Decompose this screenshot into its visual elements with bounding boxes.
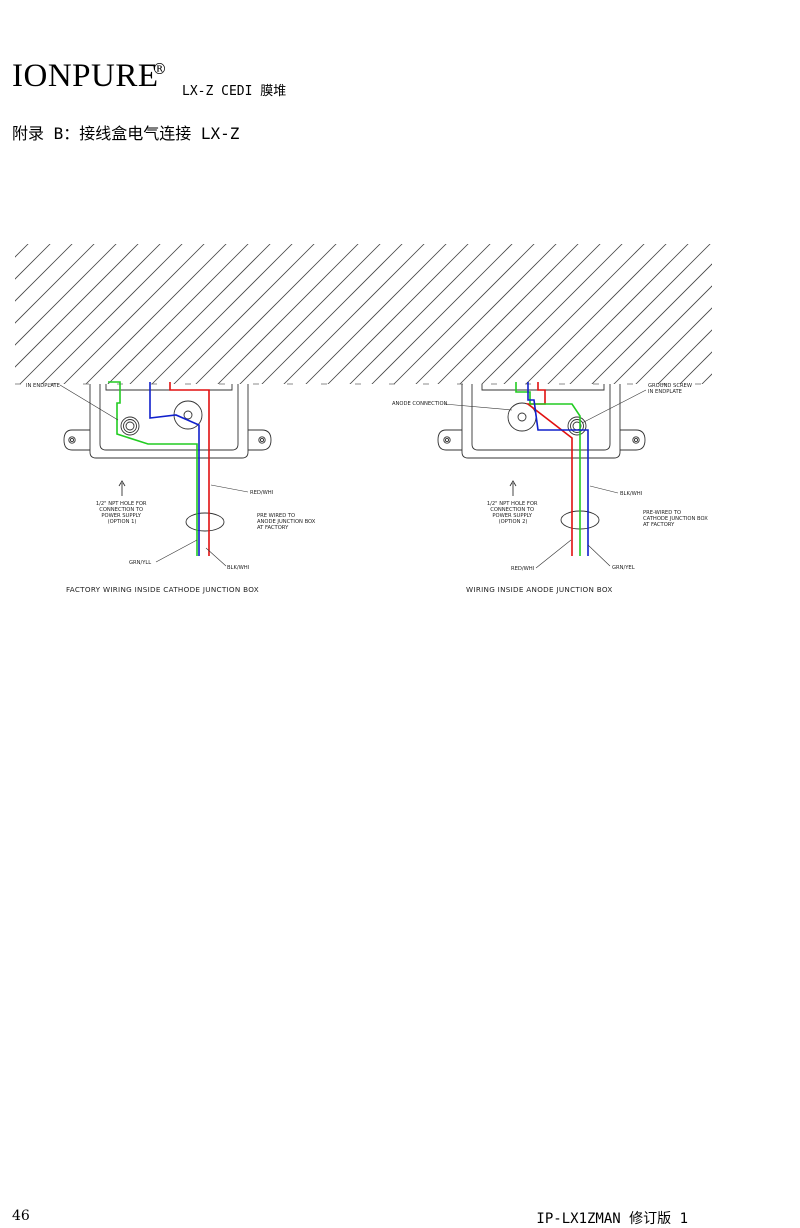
hatch-line bbox=[525, 244, 667, 384]
appendix-title: 附录 B：接线盒电气连接 LX-Z bbox=[12, 124, 240, 143]
hatch-line bbox=[15, 244, 117, 346]
hatch-line bbox=[173, 244, 315, 384]
hatch-line bbox=[701, 373, 712, 384]
hatch-line bbox=[657, 329, 712, 384]
hatch-line bbox=[481, 244, 623, 384]
hatched-stack-region bbox=[0, 240, 800, 390]
cathode-green-wire-label: GRN/YLL bbox=[129, 560, 151, 566]
cathode-npt-hole-label: 1/2" NPT HOLE FOR CONNECTION TO POWER SU… bbox=[96, 501, 148, 525]
hatch-line bbox=[327, 244, 469, 384]
anode-connection-label: ANODE CONNECTION bbox=[392, 401, 448, 407]
hatch-line bbox=[261, 244, 403, 384]
cathode-diagram-caption: FACTORY WIRING INSIDE CATHODE JUNCTION B… bbox=[66, 585, 259, 594]
document-id: IP-LX1ZMAN 修订版 1 bbox=[536, 1211, 688, 1227]
cathode-leaders bbox=[59, 384, 249, 567]
hatch-line bbox=[371, 244, 513, 384]
hatch-line bbox=[437, 244, 579, 384]
cathode-prewired-label: PRE WIRED TO ANODE JUNCTION BOX AT FACTO… bbox=[257, 513, 317, 531]
anode-green-wire-label: GRN/YEL bbox=[612, 565, 635, 571]
anode-junction-box bbox=[437, 384, 646, 530]
cathode-junction-box bbox=[63, 384, 272, 532]
anode-ground-screw-label: GROUND SCREW IN ENDPLATE bbox=[648, 383, 694, 395]
anode-red-wire-label: RED/WHI bbox=[511, 566, 535, 572]
hatch-line bbox=[613, 285, 712, 384]
hatch-line bbox=[740, 240, 800, 390]
anode-black-wire-label: BLK/WHI bbox=[620, 491, 643, 497]
hatch-line bbox=[63, 244, 205, 384]
hatch-line bbox=[349, 244, 491, 384]
wiring-diagram: IN ENDPLATE 1/2" NPT HOLE FOR CONNECTION… bbox=[0, 240, 800, 594]
hatch-line bbox=[393, 244, 535, 384]
hatch-line bbox=[591, 263, 712, 384]
hatch-line bbox=[19, 244, 161, 384]
hatch-line bbox=[129, 244, 271, 384]
cathode-wires bbox=[108, 381, 210, 556]
hatch-line bbox=[459, 244, 601, 384]
hatch-line bbox=[15, 244, 29, 258]
hatch-line bbox=[679, 351, 712, 384]
hatch-line bbox=[41, 244, 183, 384]
anode-prewired-label: PRE-WIRED TO CATHODE JUNCTION BOX AT FAC… bbox=[643, 510, 709, 528]
cathode-endplate-label: IN ENDPLATE bbox=[26, 383, 60, 389]
hatch-line bbox=[569, 244, 711, 384]
hatch-line bbox=[635, 307, 712, 384]
hatch-line bbox=[503, 244, 645, 384]
registered-mark: ® bbox=[152, 60, 167, 78]
hatch-line bbox=[283, 244, 425, 384]
cathode-red-wire-label: RED/WHI bbox=[250, 490, 274, 496]
hatch-line bbox=[195, 244, 337, 384]
hatch-line bbox=[15, 244, 139, 368]
hatch-line bbox=[15, 244, 95, 324]
anode-wires bbox=[515, 382, 589, 556]
anode-leaders bbox=[443, 389, 647, 569]
hatch-line bbox=[718, 240, 800, 390]
hatch-line bbox=[415, 244, 557, 384]
hatch-line bbox=[151, 244, 293, 384]
anode-diagram-caption: WIRING INSIDE ANODE JUNCTION BOX bbox=[466, 585, 613, 594]
hatch-line bbox=[547, 244, 689, 384]
hatch-line bbox=[15, 244, 51, 280]
hatch-line bbox=[305, 244, 447, 384]
cathode-black-wire-label: BLK/WHI bbox=[227, 565, 250, 571]
hatch-line bbox=[217, 244, 359, 384]
product-name: LX-Z CEDI 膜堆 bbox=[182, 84, 287, 99]
hatch-line bbox=[107, 244, 249, 384]
anode-npt-hole-label: 1/2" NPT HOLE FOR CONNECTION TO POWER SU… bbox=[487, 501, 539, 525]
hatch-line bbox=[85, 244, 227, 384]
hatch-line bbox=[0, 240, 10, 390]
hatch-line bbox=[15, 244, 73, 302]
brand-title: IONPURE bbox=[12, 58, 159, 94]
page-number: 46 bbox=[12, 1208, 30, 1224]
hatch-line bbox=[239, 244, 381, 384]
